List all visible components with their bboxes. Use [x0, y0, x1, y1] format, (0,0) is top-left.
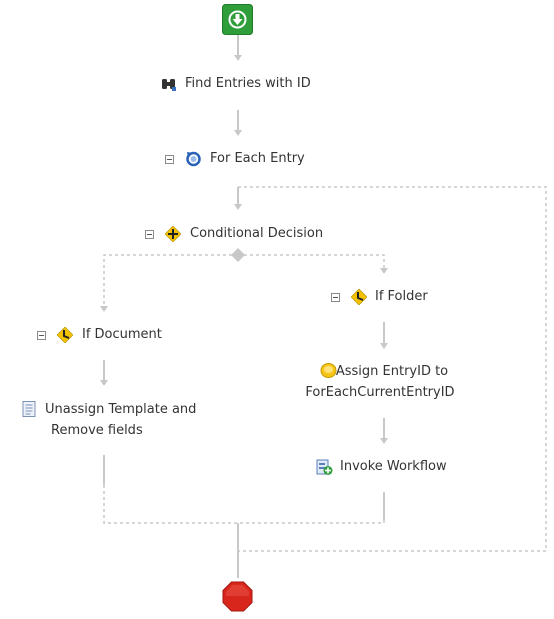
- arrow-head: [380, 268, 388, 274]
- assign-label[interactable]: Assign EntryID to ForEachCurrentEntryID: [298, 361, 462, 403]
- unassign-label[interactable]: Unassign Template and Remove fields: [45, 399, 196, 441]
- collapse-if-document-toggle[interactable]: [37, 331, 46, 340]
- assign-label-line2: ForEachCurrentEntryID: [305, 385, 455, 400]
- solid-connectors: [103, 35, 385, 578]
- dashed-connectors: [103, 186, 547, 552]
- split-diamond: [231, 248, 245, 262]
- arrow-head: [234, 130, 242, 136]
- arrow-head: [380, 438, 388, 444]
- collapse-conditional-toggle[interactable]: [145, 230, 154, 239]
- stop-octagon-icon: [222, 581, 253, 612]
- merge-connector: [103, 485, 385, 524]
- collapse-for-each-toggle[interactable]: [165, 155, 174, 164]
- invoke-workflow-label[interactable]: Invoke Workflow: [340, 459, 447, 474]
- for-each-label[interactable]: For Each Entry: [210, 151, 305, 166]
- token-icon: [320, 362, 337, 379]
- arrow-head: [234, 204, 242, 210]
- branch-icon: [56, 326, 74, 344]
- unassign-label-line1: Unassign Template and: [45, 402, 197, 417]
- branch-icon: [350, 288, 368, 306]
- assign-label-line1: Assign EntryID to: [335, 364, 449, 379]
- if-document-label[interactable]: If Document: [82, 327, 162, 342]
- branch-right-connector: [238, 254, 385, 268]
- find-entries-label[interactable]: Find Entries with ID: [185, 76, 311, 91]
- unassign-label-line2: Remove fields: [51, 423, 143, 438]
- invoke-workflow-icon: [316, 459, 333, 476]
- arrow-head: [234, 55, 242, 61]
- arrow-head: [100, 380, 108, 386]
- decision-diamond-icon: [164, 225, 182, 243]
- start-node[interactable]: [222, 4, 253, 35]
- conditional-label[interactable]: Conditional Decision: [190, 226, 324, 241]
- stop-node[interactable]: [222, 581, 253, 612]
- branch-left-connector: [103, 254, 238, 306]
- collapse-if-folder-toggle[interactable]: [331, 293, 340, 302]
- binoculars-icon: [161, 76, 177, 92]
- document-icon: [22, 401, 36, 417]
- if-folder-label[interactable]: If Folder: [375, 289, 428, 304]
- arrow-heads: [100, 55, 388, 444]
- download-arrow-icon: [222, 4, 253, 35]
- arrow-head: [100, 306, 108, 312]
- loop-arrow-icon: [185, 150, 202, 167]
- arrow-head: [380, 343, 388, 349]
